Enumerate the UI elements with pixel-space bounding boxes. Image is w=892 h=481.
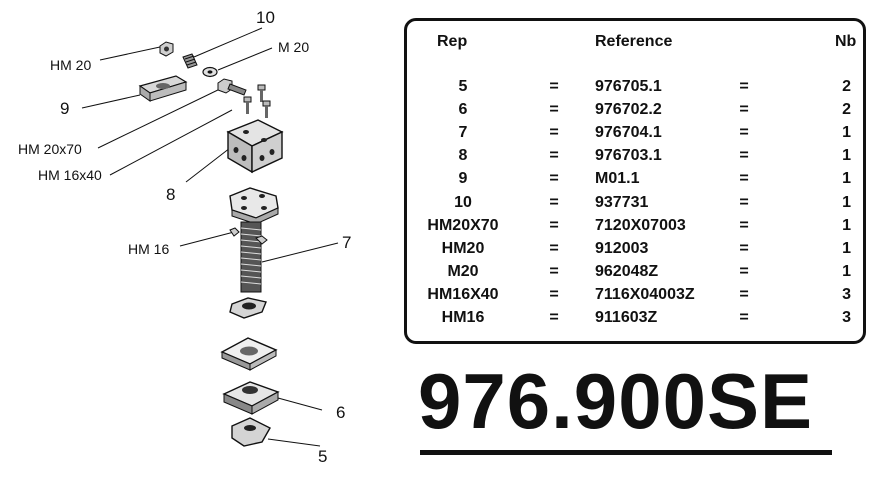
table-cell-rep: HM20X70: [427, 216, 499, 234]
table-cell-eq2: =: [739, 124, 749, 142]
table-cell-nb: 3: [842, 285, 851, 303]
table-cell-ref: 911603Z: [595, 309, 658, 326]
header-rep: Rep: [437, 33, 468, 50]
table-cell-ref: 912003: [595, 239, 649, 257]
table-cell-rep: 6: [458, 101, 468, 119]
table-cell-eq1: =: [549, 124, 559, 142]
clamp-bracket-part: [138, 75, 188, 102]
bolt-hm20x70-part: [217, 78, 247, 96]
header-nb: Nb: [835, 33, 857, 50]
table-cell-eq2: =: [739, 170, 749, 188]
table-cell-nb: 1: [842, 170, 851, 188]
table-cell-ref: 7120X07003: [595, 216, 686, 234]
table-cell-nb: 1: [842, 193, 851, 211]
table-cell-eq2: =: [739, 239, 749, 257]
table-cell-rep: M20: [447, 262, 479, 280]
table-cell-ref: 937731: [595, 193, 649, 211]
table-cell-eq2: =: [739, 309, 749, 326]
table-cell-eq1: =: [549, 147, 559, 165]
table-cell-eq2: =: [739, 216, 749, 234]
threaded-stud-part: [182, 53, 198, 69]
table-cell-nb: 2: [842, 78, 851, 95]
angle-bracket-part: [226, 119, 284, 174]
table-cell-ref: 976702.2: [595, 101, 662, 119]
label-m20: M 20: [278, 39, 309, 55]
reference-table: Rep Reference Nb 5 = 976705.1 = 2 6 = 976702.2 =…: [404, 18, 866, 344]
label-hm16: HM 16: [128, 241, 169, 257]
table-cell-eq2: =: [739, 78, 749, 95]
table-cell-eq2: =: [739, 285, 749, 303]
label-6: 6: [336, 403, 345, 422]
table-cell-nb: 1: [842, 216, 851, 234]
foot-part: [231, 417, 271, 447]
table-cell-ref: 962048Z: [595, 262, 659, 280]
table-cell-rep: HM20: [441, 239, 485, 257]
label-hm20: HM 20: [50, 57, 91, 73]
table-cell-eq1: =: [549, 216, 559, 234]
table-cell-eq1: =: [549, 309, 559, 326]
table-cell-rep: 7: [458, 124, 468, 142]
table-cell-nb: 1: [842, 239, 851, 257]
table-cell-rep: HM16X40: [427, 285, 499, 303]
table-cell-ref: 976704.1: [595, 124, 662, 142]
table-cell-eq1: =: [549, 170, 559, 188]
table-cell-eq2: =: [739, 193, 749, 211]
label-8: 8: [166, 185, 175, 204]
label-hm20x70: HM 20x70: [18, 141, 82, 157]
table-cell-eq2: =: [739, 147, 749, 165]
table-cell-eq1: =: [549, 262, 559, 280]
nut-part: [229, 297, 267, 319]
table-cell-ref: 7116X04003Z: [595, 285, 695, 303]
table-cell-rep: 5: [458, 78, 468, 95]
exploded-parts-diagram: 10 HM 20 M 20 9 HM 20x70 HM 16x40 8 HM 1…: [18, 8, 351, 466]
nut-hm20-part: [159, 41, 174, 57]
part-number-underline: [420, 450, 832, 455]
pad-plate-part: [220, 337, 278, 371]
label-9: 9: [60, 99, 69, 118]
table-cell-nb: 1: [842, 262, 851, 280]
table-cell-eq1: =: [549, 101, 559, 119]
table-cell-eq2: =: [739, 262, 749, 280]
washer-m20-part: [202, 66, 218, 78]
table-cell-ref: 976703.1: [595, 147, 662, 165]
table-cell-nb: 3: [842, 309, 851, 326]
leveling-screw-part: [229, 187, 279, 293]
table-cell-nb: 1: [842, 147, 851, 165]
table-cell-eq2: =: [739, 101, 749, 119]
header-reference: Reference: [595, 33, 673, 50]
label-7: 7: [342, 233, 351, 252]
table-cell-nb: 1: [842, 124, 851, 142]
table-cell-nb: 2: [842, 101, 851, 119]
table-cell-ref: 976705.1: [595, 78, 662, 95]
part-number: 976.900SE: [418, 357, 814, 445]
table-cell-eq1: =: [549, 193, 559, 211]
table-cell-ref: M01.1: [595, 170, 640, 188]
bolts-hm16x40-part: [243, 84, 271, 118]
table-cell-eq1: =: [549, 78, 559, 95]
table-cell-rep: 10: [454, 193, 472, 211]
label-10: 10: [256, 8, 275, 27]
table-cell-eq1: =: [549, 239, 559, 257]
table-cell-rep: 8: [458, 147, 468, 165]
label-5: 5: [318, 447, 327, 466]
rubber-pad-part: [222, 381, 280, 415]
label-hm16x40: HM 16x40: [38, 167, 102, 183]
table-cell-rep: HM16: [441, 309, 485, 326]
table-cell-eq1: =: [549, 285, 559, 303]
table-cell-rep: 9: [458, 170, 468, 188]
